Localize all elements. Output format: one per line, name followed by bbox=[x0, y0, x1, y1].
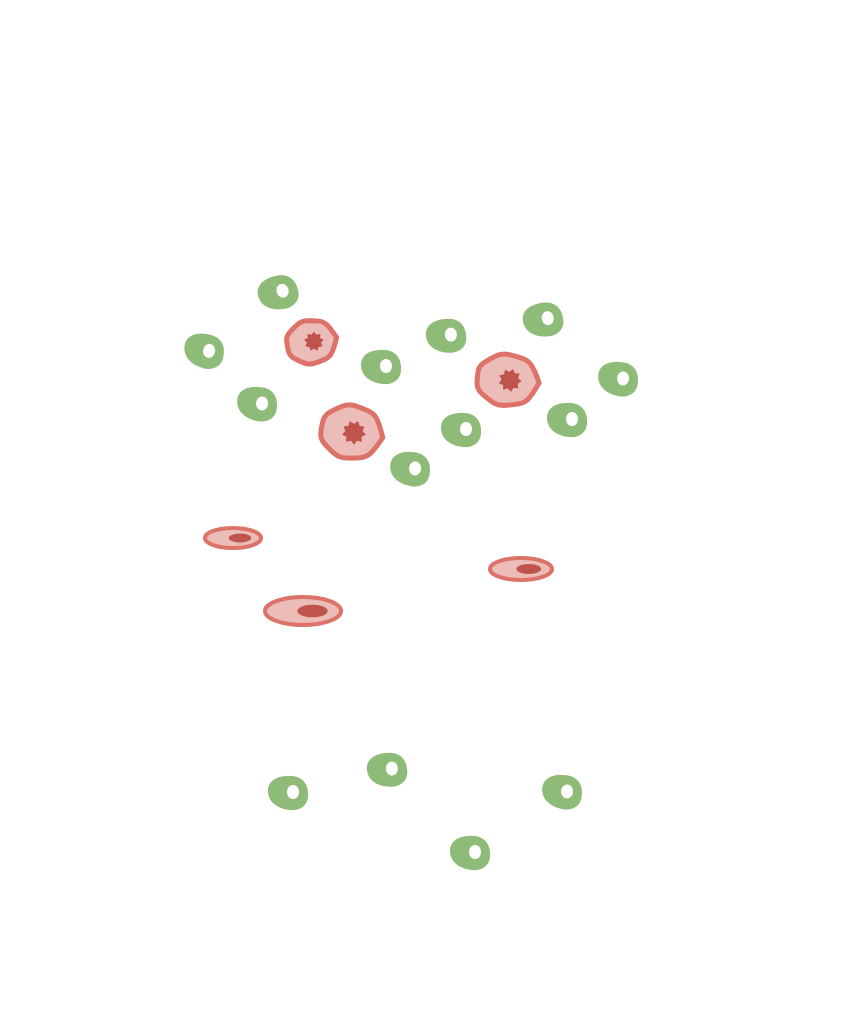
green-seed-cell-icon bbox=[542, 774, 583, 810]
green-seed-cell-icon bbox=[268, 775, 309, 811]
green-seed-cell-icon bbox=[366, 752, 408, 787]
red-flat-cell-icon bbox=[203, 526, 263, 550]
green-seed-cell-icon bbox=[184, 333, 224, 369]
red-flat-cell-icon bbox=[488, 556, 554, 582]
green-seed-cell-icon bbox=[441, 412, 482, 448]
green-seed-cell-icon bbox=[547, 402, 588, 438]
red-flat-cell-icon bbox=[263, 595, 343, 627]
green-seed-cell-icon bbox=[598, 361, 639, 397]
green-seed-cell-icon bbox=[450, 835, 491, 871]
green-seed-cell-icon bbox=[390, 451, 431, 487]
green-seed-cell-icon bbox=[361, 349, 402, 385]
red-round-cell-icon bbox=[284, 318, 340, 367]
red-round-cell-icon bbox=[474, 351, 542, 408]
green-seed-cell-icon bbox=[257, 275, 299, 310]
green-seed-cell-icon bbox=[425, 318, 467, 353]
green-seed-cell-icon bbox=[237, 386, 278, 422]
green-seed-cell-icon bbox=[522, 302, 564, 337]
red-round-cell-icon bbox=[318, 402, 386, 461]
